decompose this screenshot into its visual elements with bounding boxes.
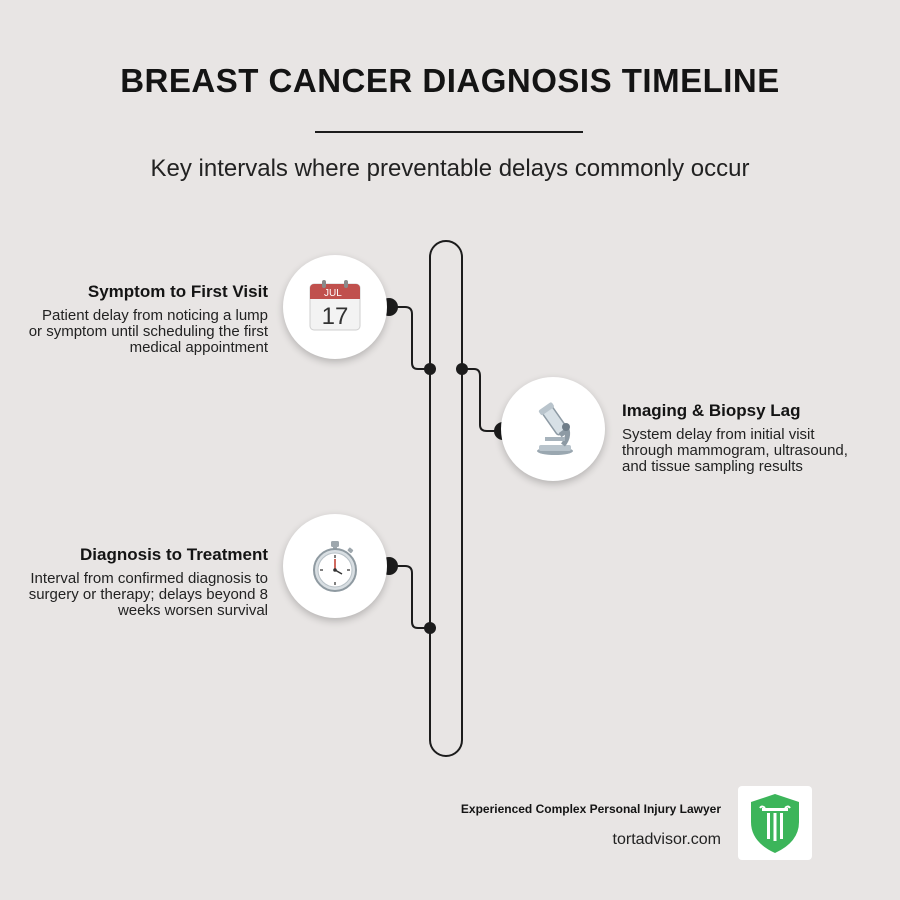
title-divider xyxy=(315,131,583,133)
step-2-icon-circle xyxy=(501,377,605,481)
step-2-text: Imaging & Biopsy Lag System delay from i… xyxy=(622,401,852,475)
step-3-title: Diagnosis to Treatment xyxy=(80,545,268,564)
timeline-track xyxy=(429,240,463,757)
page-subtitle: Key intervals where preventable delays c… xyxy=(150,155,750,182)
node-step-1-track xyxy=(424,363,436,375)
brand-logo xyxy=(738,786,812,860)
stopwatch-icon xyxy=(313,541,357,592)
connector-step-1 xyxy=(389,306,430,370)
node-step-2-track xyxy=(456,363,468,375)
node-step-3-track xyxy=(424,622,436,634)
footer-url[interactable]: tortadvisor.com xyxy=(612,831,721,848)
step-1-description: Patient delay from noticing a lump or sy… xyxy=(28,307,268,356)
calendar-day: 17 xyxy=(322,303,349,330)
step-3-icon-circle xyxy=(283,514,387,618)
calendar-icon: JUL 17 xyxy=(309,280,361,331)
page-title: BREAST CANCER DIAGNOSIS TIMELINE xyxy=(120,62,780,99)
step-3-description: Interval from confirmed diagnosis to sur… xyxy=(28,570,268,619)
pillar-shield-icon xyxy=(751,794,799,853)
step-2-description: System delay from initial visit through … xyxy=(622,426,848,475)
calendar-month: JUL xyxy=(324,288,342,299)
connector-step-2 xyxy=(462,368,503,432)
step-1-icon-circle: JUL 17 xyxy=(283,255,387,359)
step-1-title: Symptom to First Visit xyxy=(87,282,268,301)
step-1-text: Symptom to First Visit Patient delay fro… xyxy=(28,282,268,356)
microscope-icon xyxy=(537,402,573,455)
step-2-title: Imaging & Biopsy Lag xyxy=(622,401,801,420)
footer-tagline: Experienced Complex Personal Injury Lawy… xyxy=(460,802,721,816)
connector-step-3 xyxy=(389,565,430,629)
step-3-text: Diagnosis to Treatment Interval from con… xyxy=(28,545,268,619)
